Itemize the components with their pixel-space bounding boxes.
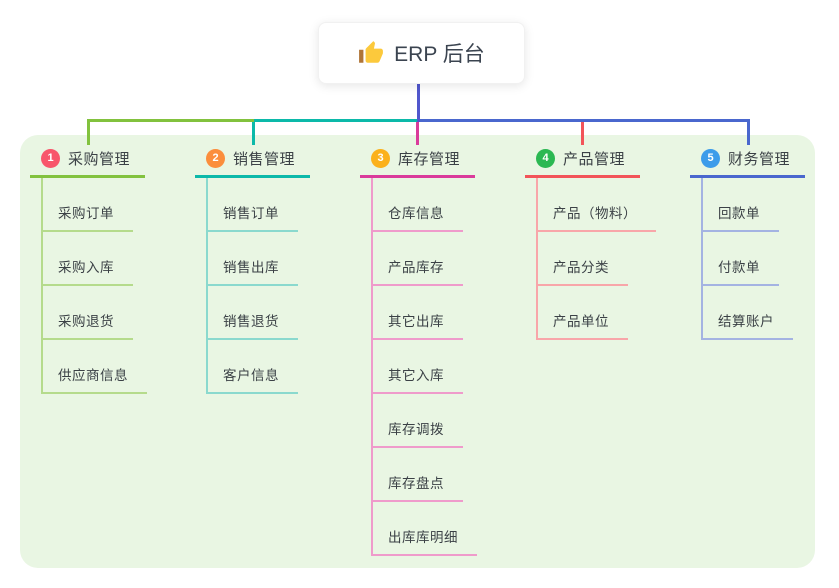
branch-3-child-6: 库存盘点 — [373, 448, 477, 502]
connector-drop-branch-1 — [87, 119, 90, 145]
child-node-label: 销售订单 — [208, 202, 298, 232]
branch-2-header: 2 销售管理 — [195, 147, 310, 178]
branch-2-child-4: 客户信息 — [208, 340, 310, 394]
child-node-label: 其它入库 — [373, 364, 463, 394]
branch-1-header: 1 采购管理 — [30, 147, 145, 178]
branch-3-child-1: 仓库信息 — [373, 178, 477, 232]
branch-4-title: 产品管理 — [563, 150, 626, 168]
branch-5-child-3: 结算账户 — [703, 286, 805, 340]
branch-5-children: 回款单付款单结算账户 — [701, 178, 805, 340]
branch-1-child-1: 采购订单 — [43, 178, 147, 232]
branch-3-title: 库存管理 — [398, 150, 461, 168]
root-title: ERP 后台 — [394, 43, 485, 66]
branch-1-title: 采购管理 — [68, 150, 131, 168]
child-node-label: 产品单位 — [538, 310, 628, 340]
child-node-label: 结算账户 — [703, 310, 793, 340]
child-node-label: 仓库信息 — [373, 202, 463, 232]
child-node-label: 回款单 — [703, 202, 779, 232]
child-node-label: 销售退货 — [208, 310, 298, 340]
child-node-label: 产品分类 — [538, 256, 628, 286]
branch-5: 5 财务管理回款单付款单结算账户 — [690, 147, 805, 340]
branch-3-child-7: 出库库明细 — [373, 502, 477, 556]
connector-drop-branch-2 — [252, 119, 255, 145]
branch-3-child-3: 其它出库 — [373, 286, 477, 340]
branch-1-children: 采购订单采购入库采购退货供应商信息 — [41, 178, 147, 394]
branch-5-number-badge: 5 — [701, 148, 720, 168]
branch-4-header: 4 产品管理 — [525, 147, 640, 178]
branch-3-child-5: 库存调拨 — [373, 394, 477, 448]
branch-1-child-4: 供应商信息 — [43, 340, 147, 394]
branch-3-number-badge: 3 — [371, 148, 390, 168]
branch-2-children: 销售订单销售出库销售退货客户信息 — [206, 178, 310, 394]
root-node: ERP 后台 — [318, 22, 525, 84]
child-node-label: 销售出库 — [208, 256, 298, 286]
branch-4-child-1: 产品（物料） — [538, 178, 656, 232]
child-node-label: 产品（物料） — [538, 202, 656, 232]
child-node-label: 采购入库 — [43, 256, 133, 286]
branch-1: 1 采购管理采购订单采购入库采购退货供应商信息 — [30, 147, 147, 394]
child-node-label: 出库库明细 — [373, 526, 477, 556]
branch-3: 3 库存管理仓库信息产品库存其它出库其它入库库存调拨库存盘点出库库明细 — [360, 147, 477, 556]
branch-4-number-badge: 4 — [536, 148, 555, 168]
branch-2-title: 销售管理 — [233, 150, 296, 168]
branch-2: 2 销售管理销售订单销售出库销售退货客户信息 — [195, 147, 310, 394]
mindmap-panel — [20, 135, 815, 568]
connector-drop-branch-3 — [416, 119, 419, 145]
connector-horizontal-branch-2 — [254, 119, 419, 122]
connector-drop-branch-4 — [581, 119, 584, 145]
connector-root-stem — [417, 82, 420, 122]
branch-5-child-1: 回款单 — [703, 178, 805, 232]
branch-3-child-2: 产品库存 — [373, 232, 477, 286]
branch-3-header: 3 库存管理 — [360, 147, 475, 178]
child-node-label: 采购订单 — [43, 202, 133, 232]
branch-4: 4 产品管理产品（物料） 产品分类产品单位 — [525, 147, 656, 340]
branch-2-number-badge: 2 — [206, 148, 225, 168]
branch-3-child-4: 其它入库 — [373, 340, 477, 394]
child-node-label: 客户信息 — [208, 364, 298, 394]
branch-4-children: 产品（物料） 产品分类产品单位 — [536, 178, 656, 340]
branch-1-child-2: 采购入库 — [43, 232, 147, 286]
child-node-label: 采购退货 — [43, 310, 133, 340]
connector-horizontal-branch-1 — [87, 119, 254, 122]
branch-2-child-1: 销售订单 — [208, 178, 310, 232]
child-node-label: 库存盘点 — [373, 472, 463, 502]
child-node-label: 供应商信息 — [43, 364, 147, 394]
branch-2-child-3: 销售退货 — [208, 286, 310, 340]
child-node-label: 库存调拨 — [373, 418, 463, 448]
connector-drop-branch-5 — [747, 119, 750, 145]
child-node-label: 其它出库 — [373, 310, 463, 340]
child-node-label: 付款单 — [703, 256, 779, 286]
connector-horizontal-branch-5 — [419, 119, 750, 122]
branch-4-child-2: 产品分类 — [538, 232, 656, 286]
branch-4-child-3: 产品单位 — [538, 286, 656, 340]
branch-5-header: 5 财务管理 — [690, 147, 805, 178]
child-node-label: 产品库存 — [373, 256, 463, 286]
branch-1-child-3: 采购退货 — [43, 286, 147, 340]
branch-5-child-2: 付款单 — [703, 232, 805, 286]
branch-2-child-2: 销售出库 — [208, 232, 310, 286]
branch-3-children: 仓库信息产品库存其它出库其它入库库存调拨库存盘点出库库明细 — [371, 178, 477, 556]
branch-5-title: 财务管理 — [728, 150, 791, 168]
branch-1-number-badge: 1 — [41, 148, 60, 168]
thumbs-up-icon — [359, 41, 384, 63]
